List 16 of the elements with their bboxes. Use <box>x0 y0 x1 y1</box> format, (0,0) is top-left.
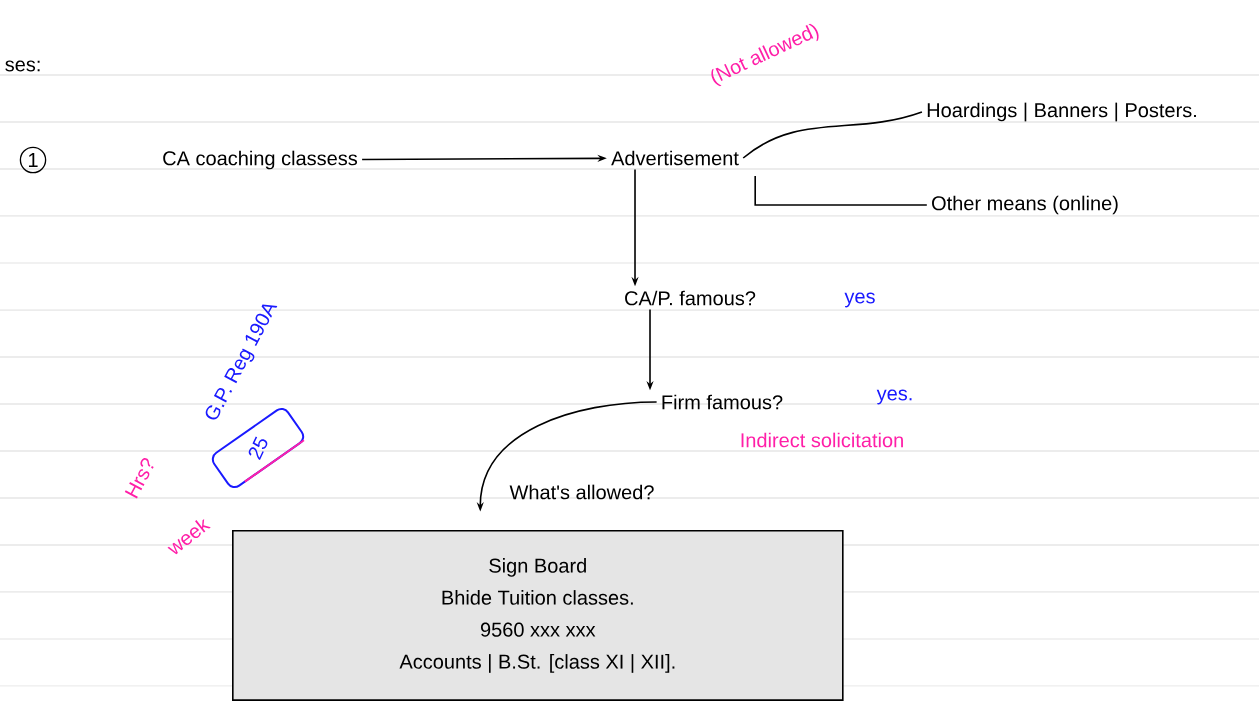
handwritten-text: Other means (online) <box>932 195 1118 215</box>
bracket-line <box>742 111 923 159</box>
note-text: Indirect solicitation <box>741 432 903 448</box>
handwritten-text: CA/P. famous? <box>625 290 756 306</box>
heading-text: ses: <box>5 60 40 72</box>
sign-board-box: Sign Board Bhide Tuition classes. 9560 xxx xxx Accounts | B.St. [class XI | XII]. <box>232 530 844 701</box>
bracket-line <box>754 175 928 206</box>
note-text: yes <box>844 292 875 308</box>
handwritten-text: Hoardings | Banners | Posters. <box>927 102 1196 122</box>
handwritten-text: Advertisement <box>611 150 739 166</box>
handwritten-text: CA coaching classess <box>163 150 358 170</box>
handwritten-text: Firm famous? <box>662 394 783 410</box>
handwritten-text: What's allowed? <box>509 484 654 500</box>
note-text: Hrs? <box>124 458 154 499</box>
note-text: yes. <box>876 389 912 405</box>
circled-number: 1 <box>19 146 47 174</box>
